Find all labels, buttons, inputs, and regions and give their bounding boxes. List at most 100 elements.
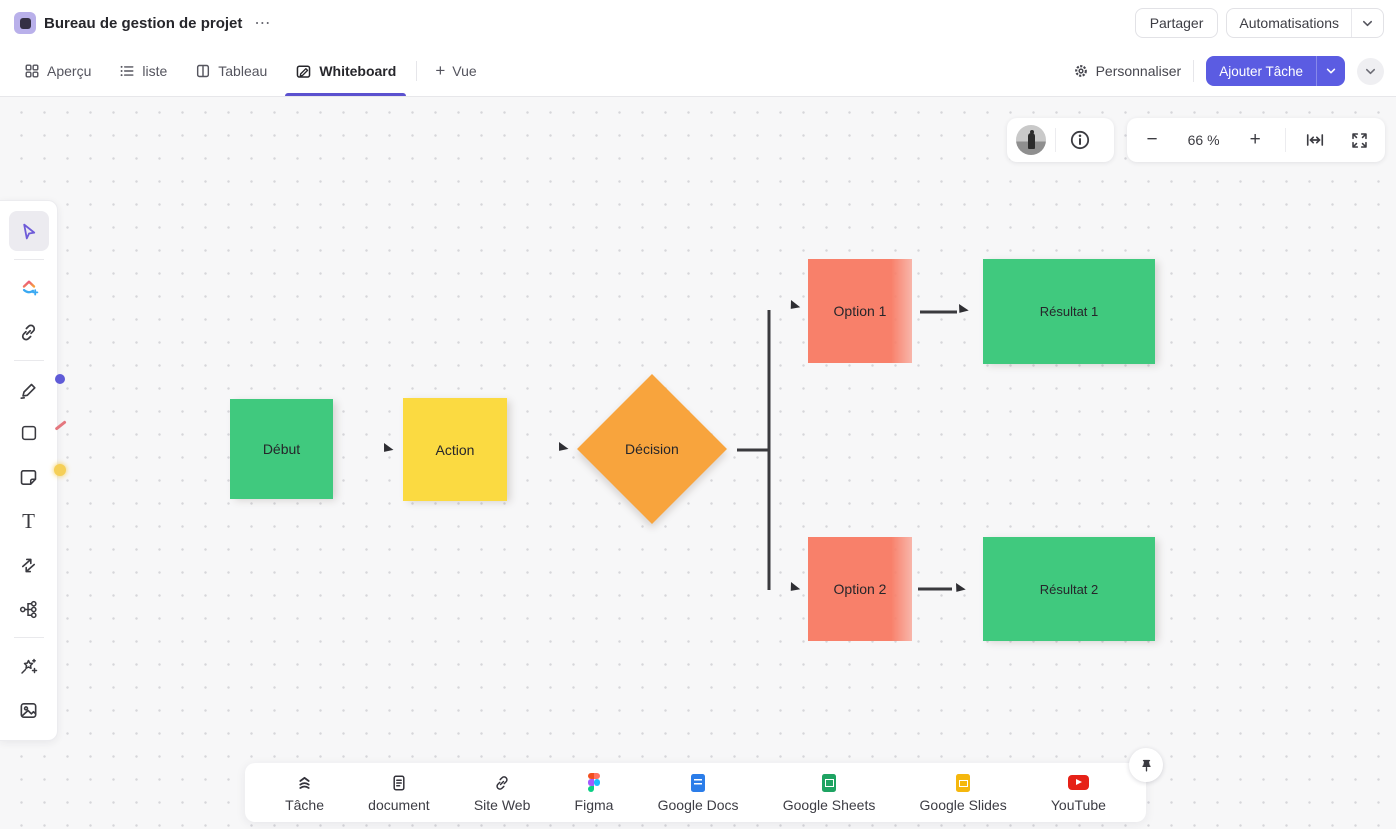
ai-wand-tool[interactable] (9, 646, 49, 686)
dock-item-youtube[interactable]: YouTube (1051, 773, 1106, 813)
chevron-down-icon[interactable] (1316, 56, 1345, 86)
dock-item-label: Google Slides (919, 796, 1007, 813)
zoom-out-button[interactable]: − (1146, 129, 1158, 150)
shape-tool[interactable] (9, 413, 49, 453)
dock-item-label: YouTube (1050, 796, 1106, 813)
sticky-note-tool[interactable] (9, 457, 49, 497)
flowchart-node-option1[interactable]: Option 1 (808, 259, 912, 363)
fit-width-button[interactable] (1300, 125, 1330, 155)
select-tool[interactable] (8, 211, 49, 251)
top-header: Bureau de gestion de projet ⋯ Partager A… (0, 0, 1396, 46)
more-menu-icon[interactable]: ⋯ (254, 15, 272, 32)
embed-dock: Tâche document Site Web Figma Google Doc… (245, 763, 1146, 822)
automations-button[interactable]: Automatisations (1226, 8, 1384, 38)
divider (13, 637, 44, 638)
sticky-note-icon (20, 469, 37, 485)
info-button[interactable] (1065, 125, 1095, 155)
tab-label: Aperçu (47, 63, 92, 79)
google-docs-icon (691, 773, 706, 793)
info-icon (1070, 130, 1090, 150)
node-label: Option 2 (833, 581, 887, 597)
divider (13, 259, 44, 260)
flowchart-node-resultat1[interactable]: Résultat 1 (983, 259, 1155, 364)
tab-label: liste (142, 63, 168, 79)
dock-item-figma[interactable]: Figma (574, 773, 614, 813)
customize-button[interactable]: Personnaliser (1073, 63, 1182, 79)
cursor-icon (23, 223, 36, 239)
add-task-label: Ajouter Tâche (1219, 63, 1303, 79)
add-task-button[interactable]: Ajouter Tâche (1206, 56, 1345, 86)
automations-label: Automatisations (1239, 15, 1339, 31)
google-sheets-icon (822, 773, 837, 793)
document-icon (390, 773, 408, 793)
pin-icon (1141, 759, 1151, 772)
highlighter-icon (19, 383, 36, 399)
text-tool[interactable]: T (9, 501, 49, 541)
flowchart-node-debut[interactable]: Début (230, 399, 333, 499)
link-tool[interactable] (9, 312, 49, 352)
tab-liste[interactable]: liste (107, 46, 179, 96)
pen-color-indicator (55, 374, 65, 384)
flowchart-layer: Début Action Décision Option 1 Résultat … (0, 97, 1396, 829)
share-button[interactable]: Partager (1134, 8, 1219, 38)
list-icon (120, 65, 134, 77)
avatar[interactable] (1016, 125, 1046, 155)
tab-label: Tableau (218, 63, 268, 79)
node-label: Résultat 2 (1039, 581, 1099, 597)
fullscreen-icon (1352, 132, 1368, 148)
node-label: Option 1 (833, 303, 887, 319)
youtube-icon (1067, 773, 1089, 793)
tab-label: Whiteboard (319, 63, 397, 79)
text-tool-glyph: T (22, 508, 35, 533)
node-label: Résultat 1 (1039, 304, 1099, 319)
flowchart-node-action[interactable]: Action (403, 398, 507, 501)
divider (13, 360, 44, 361)
node-label: Action (435, 441, 475, 458)
node-label: Début (262, 441, 301, 457)
whiteboard-canvas[interactable]: − 66 % + (0, 97, 1396, 829)
fullscreen-button[interactable] (1345, 125, 1375, 155)
image-tool[interactable] (9, 690, 49, 730)
tab-tableau[interactable]: Tableau (183, 46, 279, 96)
node-label: Décision (625, 440, 679, 457)
pin-dock-button[interactable] (1129, 748, 1163, 782)
image-icon (20, 702, 37, 718)
zoom-level[interactable]: 66 % (1187, 132, 1220, 148)
add-view-label: Vue (452, 63, 477, 79)
flowchart-node-decision[interactable]: Décision (577, 374, 727, 524)
grid-icon (25, 64, 39, 78)
mind-map-tool[interactable] (9, 589, 49, 629)
tab-whiteboard[interactable]: Whiteboard (283, 46, 408, 96)
zoom-in-button[interactable]: + (1249, 129, 1261, 150)
link-icon (493, 773, 511, 793)
tab-apercu[interactable]: Aperçu (12, 46, 103, 96)
dock-item-google-slides[interactable]: Google Slides (920, 773, 1007, 813)
chevron-down-icon[interactable] (1351, 9, 1383, 37)
plus-icon: + (435, 61, 446, 80)
connector-tool[interactable] (9, 545, 49, 585)
add-view-button[interactable]: + Vue (425, 46, 486, 96)
divider (1193, 60, 1195, 82)
flowchart-node-resultat2[interactable]: Résultat 2 (983, 537, 1155, 641)
dock-item-document[interactable]: document (368, 773, 430, 813)
collapse-header-button[interactable] (1357, 57, 1384, 85)
dock-item-label: document (368, 796, 430, 813)
tab-divider (416, 61, 418, 81)
flowchart-node-option2[interactable]: Option 2 (808, 537, 912, 641)
connector-arrows-icon (21, 558, 36, 572)
dock-item-label: Figma (574, 796, 614, 813)
dock-item-site-web[interactable]: Site Web (474, 773, 530, 813)
ai-shapes-icon (22, 280, 38, 296)
whiteboard-doc-icon (14, 12, 36, 34)
fit-width-icon (1307, 134, 1324, 146)
highlighter-tool[interactable] (9, 369, 49, 409)
dock-item-google-docs[interactable]: Google Docs (658, 773, 739, 813)
dock-item-tache[interactable]: Tâche (285, 773, 324, 813)
dock-item-google-sheets[interactable]: Google Sheets (783, 773, 875, 813)
whiteboard-toolbar: T (0, 200, 58, 741)
square-icon (21, 425, 36, 441)
whiteboard-icon (297, 64, 311, 78)
ai-shapes-tool[interactable] (9, 268, 49, 308)
gear-icon (1074, 65, 1087, 77)
customize-label: Personnaliser (1095, 63, 1182, 79)
